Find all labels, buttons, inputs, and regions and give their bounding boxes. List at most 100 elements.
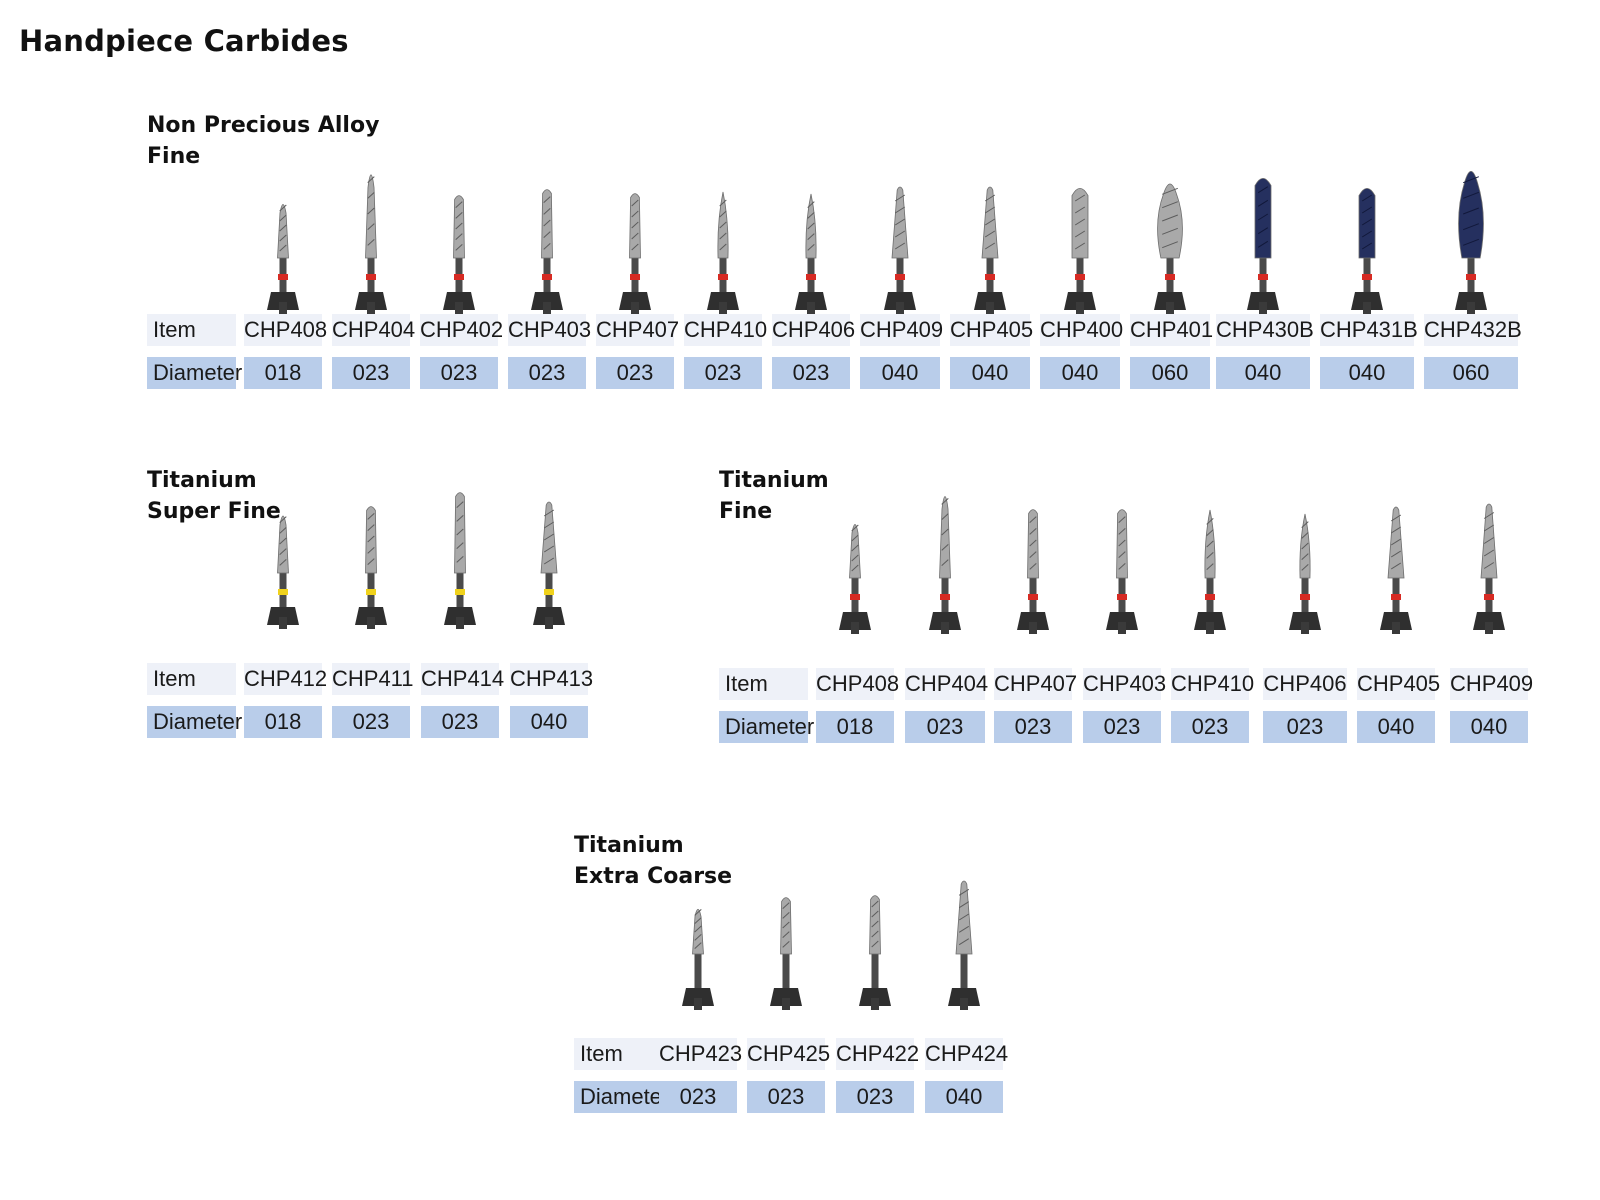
- carbide-bur-icon: [839, 524, 871, 634]
- item-code-chp410: CHP410: [1171, 668, 1254, 700]
- carbide-bur-icon: [884, 186, 916, 314]
- diameter-value: 040: [1320, 357, 1414, 389]
- diameter-value: 040: [1216, 357, 1310, 389]
- carbide-bur-icon: [1289, 513, 1321, 634]
- item-code-chp432b: CHP432B: [1424, 314, 1522, 346]
- bur-images: [147, 492, 627, 629]
- item-code-chp414: CHP414: [421, 663, 504, 695]
- diameter-value: 040: [1357, 711, 1435, 743]
- bur-images: [574, 880, 1054, 1010]
- item-code-chp402: CHP402: [420, 314, 503, 346]
- carbide-bur-icon: [444, 492, 476, 629]
- carbide-bur-icon: [619, 193, 651, 314]
- carbide-bur-icon: [770, 897, 802, 1010]
- item-code-chp424: CHP424: [925, 1038, 1008, 1070]
- diameter-label: Diameter: [574, 1081, 669, 1113]
- item-code-chp411: CHP411: [332, 663, 414, 695]
- diameter-value: 023: [772, 357, 850, 389]
- item-code-chp403: CHP403: [1083, 668, 1166, 700]
- item-code-chp409: CHP409: [1450, 668, 1533, 700]
- diameter-value: 040: [950, 357, 1030, 389]
- item-code-chp409: CHP409: [860, 314, 943, 346]
- item-code-chp403: CHP403: [508, 314, 591, 346]
- diameter-value: 040: [860, 357, 940, 389]
- item-code-chp407: CHP407: [994, 668, 1077, 700]
- diameter-value: 040: [510, 706, 588, 738]
- carbide-bur-icon: [1351, 188, 1383, 314]
- item-code-chp405: CHP405: [1357, 668, 1440, 700]
- item-code-chp400: CHP400: [1040, 314, 1123, 346]
- item-code-chp413: CHP413: [510, 663, 593, 695]
- carbide-bur-icon: [1247, 178, 1279, 314]
- bur-images: [719, 496, 1559, 634]
- diameter-value: 023: [1171, 711, 1249, 743]
- item-code-chp425: CHP425: [747, 1038, 830, 1070]
- item-code-chp412: CHP412: [244, 663, 327, 695]
- carbide-bur-icon: [355, 506, 387, 629]
- item-code-chp410: CHP410: [684, 314, 767, 346]
- item-code-chp430b: CHP430B: [1216, 314, 1314, 346]
- diameter-value: 023: [421, 706, 499, 738]
- item-code-chp405: CHP405: [950, 314, 1033, 346]
- carbide-bur-icon: [443, 195, 475, 314]
- diameter-value: 018: [244, 357, 322, 389]
- diameter-value: 040: [925, 1081, 1003, 1113]
- carbide-bur-icon: [267, 204, 299, 314]
- carbide-bur-icon: [1194, 509, 1226, 634]
- carbide-bur-icon: [267, 515, 299, 629]
- diameter-value: 023: [332, 357, 410, 389]
- diameter-label: Diameter: [719, 711, 814, 743]
- diameter-value: 023: [1083, 711, 1161, 743]
- carbide-bur-icon: [795, 193, 827, 314]
- page-title: Handpiece Carbides: [19, 24, 349, 58]
- item-code-chp404: CHP404: [332, 314, 415, 346]
- item-label: Item: [147, 663, 236, 695]
- carbide-bur-icon: [1017, 509, 1049, 634]
- bur-images: [147, 162, 1547, 314]
- diameter-value: 040: [1450, 711, 1528, 743]
- item-code-chp406: CHP406: [772, 314, 855, 346]
- diameter-value: 023: [596, 357, 674, 389]
- group-title: Non Precious Alloy Fine: [147, 113, 380, 169]
- item-code-chp407: CHP407: [596, 314, 679, 346]
- diameter-value: 023: [508, 357, 586, 389]
- diameter-value: 060: [1424, 357, 1518, 389]
- carbide-bur-icon: [1473, 503, 1505, 634]
- diameter-value: 040: [1040, 357, 1120, 389]
- item-code-chp431b: CHP431B: [1320, 314, 1418, 346]
- item-code-chp401: CHP401: [1130, 314, 1213, 346]
- item-code-chp406: CHP406: [1263, 668, 1347, 700]
- diameter-value: 018: [244, 706, 322, 738]
- item-label: Item: [719, 668, 808, 700]
- carbide-bur-icon: [1154, 183, 1186, 314]
- diameter-value: 023: [659, 1081, 737, 1113]
- carbide-bur-icon: [682, 908, 714, 1010]
- diameter-label: Diameter: [147, 357, 242, 389]
- diameter-value: 023: [836, 1081, 914, 1113]
- diameter-value: 060: [1130, 357, 1210, 389]
- diameter-value: 023: [332, 706, 410, 738]
- group-title: Titanium Fine: [719, 468, 829, 524]
- carbide-bur-icon: [707, 191, 739, 314]
- carbide-bur-icon: [533, 501, 565, 629]
- carbide-bur-icon: [1455, 171, 1487, 314]
- carbide-bur-icon: [531, 189, 563, 314]
- diameter-value: 023: [684, 357, 762, 389]
- diameter-label: Diameter: [147, 706, 242, 738]
- diameter-value: 023: [1263, 711, 1347, 743]
- carbide-bur-icon: [974, 186, 1006, 314]
- item-code-chp422: CHP422: [836, 1038, 919, 1070]
- carbide-bur-icon: [1106, 509, 1138, 634]
- item-code-chp408: CHP408: [816, 668, 899, 700]
- carbide-bur-icon: [1380, 506, 1412, 634]
- item-code-chp408: CHP408: [244, 314, 327, 346]
- diameter-value: 018: [816, 711, 894, 743]
- item-label: Item: [147, 314, 236, 346]
- carbide-bur-icon: [948, 880, 980, 1010]
- carbide-bur-icon: [929, 496, 961, 634]
- diameter-value: 023: [420, 357, 498, 389]
